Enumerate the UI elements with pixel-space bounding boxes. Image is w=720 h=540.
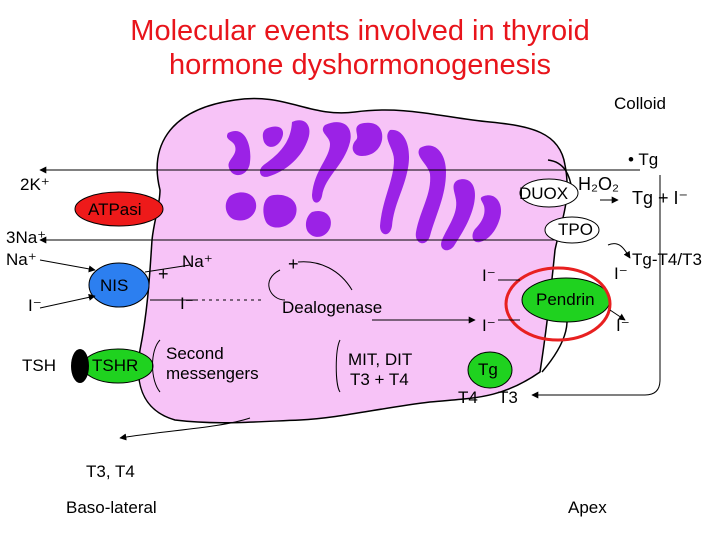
tg-vesicle [467,351,513,389]
mit-dit-line-2: T3 + T4 [350,370,409,389]
tpo-label: TPO [558,220,593,239]
tsh-label: TSH [22,356,56,375]
pendrin-highlight-ring [504,266,612,342]
duox-enzyme[interactable] [519,178,579,208]
plus-sign-na: + [158,264,169,284]
tshr-label: TSHR [92,356,139,375]
potassium-label: 2K⁺ [20,175,50,194]
nis-label: NIS [100,276,129,295]
atpasi-label: ATPasi [88,200,142,219]
dealogenase-label: Dealogenase [282,298,383,317]
iodide-apical-label: I⁻ [614,264,628,283]
page-title-line-2: hormone dyshormonogenesis [168,49,552,81]
sodium-in-label: Na⁺ [6,250,37,269]
atpase-pump[interactable] [74,191,164,227]
second-messengers-line-2: messengers [166,364,259,383]
tg-colloid-label: • Tg [628,150,659,169]
tg-vesicle-label: Tg [478,360,498,379]
colloid-label: Colloid [614,94,666,113]
plus-sign-dealogenase: + [288,254,299,274]
iodide-inner-label: I⁻ [180,294,194,313]
h2o2-label: H₂O₂ [578,174,619,194]
t3-label: T3 [498,388,518,407]
tg-t4-t3-label: Tg-T4/T3 [632,250,702,269]
apex-label: Apex [568,498,607,517]
tg-plus-iodide-label: Tg + I⁻ [632,188,689,208]
duox-label: DUOX [519,184,569,203]
page-title-line-1: Molecular events involved in thyroid [130,15,590,47]
iodide-lower-mid-label: I⁻ [482,316,496,335]
sodium-3-label: 3Na⁺ [6,228,47,247]
pendrin-label: Pendrin [536,290,595,309]
tpo-enzyme[interactable] [544,216,600,244]
mit-dit-line-1: MIT, DIT [348,350,413,369]
iodide-pendrin-label: I⁻ [616,316,630,335]
iodide-upper-mid-label: I⁻ [482,266,496,285]
basolateral-label: Baso-lateral [66,498,157,517]
t3-t4-out-label: T3, T4 [86,462,135,481]
second-messengers-line-1: Second [166,344,224,363]
t4-label: T4 [458,388,478,407]
nis-transporter[interactable] [88,262,150,308]
sodium-inner-label: Na⁺ [182,252,213,271]
tsh-ligand [71,349,89,383]
pathway-arrows [39,166,661,441]
iodide-basolateral-label: I⁻ [28,296,42,315]
